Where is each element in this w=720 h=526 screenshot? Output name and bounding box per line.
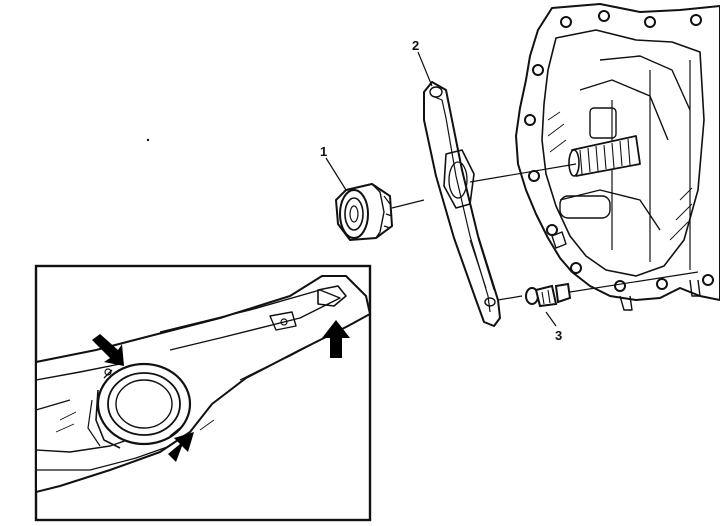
release-bearing bbox=[334, 182, 394, 242]
ball-stud bbox=[525, 282, 572, 308]
leader-lines bbox=[325, 51, 557, 327]
clutch-fork bbox=[423, 81, 501, 327]
arrow-down-left-icon bbox=[168, 432, 194, 462]
stray-dot bbox=[146, 138, 150, 142]
arrow-up-icon bbox=[322, 320, 350, 358]
callout-3: 3 bbox=[555, 328, 562, 343]
callout-2: 2 bbox=[412, 38, 419, 53]
arrow-up-left-icon bbox=[92, 334, 124, 366]
callout-1: 1 bbox=[320, 144, 327, 159]
inset-arrows bbox=[92, 320, 350, 462]
assembly-lines bbox=[391, 163, 699, 301]
inset-detail bbox=[34, 264, 372, 522]
transmission-case bbox=[515, 3, 720, 311]
